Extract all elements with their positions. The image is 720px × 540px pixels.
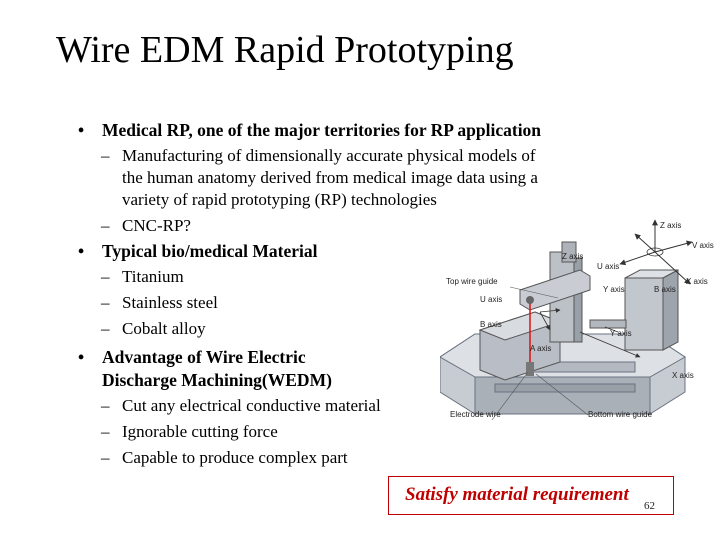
page-number: 62 <box>644 500 655 512</box>
callout-text: Satisfy material requirement <box>405 484 629 505</box>
sub-item-text: Cobalt alloy <box>122 319 206 338</box>
bullet-text: Medical RP, one of the major territories… <box>102 120 542 140</box>
dash-glyph: – <box>101 319 110 338</box>
bullet-text: Typical bio/medical Material <box>102 241 318 261</box>
label-b-axis-small: B axis <box>654 285 676 294</box>
dash-glyph: – <box>101 448 110 467</box>
right-column-side <box>662 269 679 351</box>
right-column <box>624 277 664 351</box>
slide-title: Wire EDM Rapid Prototyping <box>56 29 514 71</box>
label-u-axis-small: U axis <box>597 262 619 271</box>
sub-item-text: the human anatomy derived from medical i… <box>122 168 538 187</box>
label-x-axis-right: X axis <box>686 277 708 286</box>
label-z-axis: Z axis <box>562 252 583 261</box>
bullet-glyph: • <box>78 347 85 367</box>
bullet-glyph: • <box>78 120 85 140</box>
label-y-axis: Y axis <box>610 329 632 338</box>
sub-item-text: Titanium <box>122 267 184 286</box>
arm-head <box>561 241 577 263</box>
label-v-axis: V axis <box>692 241 714 250</box>
sub-item-text: Ignorable cutting force <box>122 422 278 441</box>
wire-edm-machine-diagram: Z axis V axis Z axis U axis X axis Top w… <box>439 212 720 440</box>
sub-item-text: Cut any electrical conductive material <box>122 396 381 415</box>
label-electrode-wire: Electrode wire <box>450 410 501 419</box>
slide-rail <box>494 383 636 393</box>
label-a-axis: A axis <box>530 344 551 353</box>
dash-glyph: – <box>101 396 110 415</box>
machine-column-side <box>573 257 583 343</box>
dash-glyph: – <box>101 422 110 441</box>
label-y-axis-small: Y axis <box>603 285 625 294</box>
dash-glyph: – <box>101 267 110 286</box>
label-x-axis: X axis <box>672 371 694 380</box>
label-top-wire-guide: Top wire guide <box>446 277 498 286</box>
sub-item-text: variety of rapid prototyping (RP) techno… <box>122 190 437 209</box>
label-u-axis: U axis <box>480 295 502 304</box>
label-b-axis: B axis <box>480 320 502 329</box>
bullet-text: Discharge Machining(WEDM) <box>102 370 332 390</box>
upper-arm <box>519 269 591 311</box>
machine-illustration: Z axis V axis Z axis U axis X axis Top w… <box>439 219 714 421</box>
sub-item-text: Capable to produce complex part <box>122 448 348 467</box>
machine-base-front <box>474 376 651 415</box>
label-z-axis-top: Z axis <box>660 221 681 230</box>
sub-item-text: CNC-RP? <box>122 216 191 235</box>
label-bottom-wire-guide: Bottom wire guide <box>588 410 653 419</box>
sub-item-text: Manufacturing of dimensionally accurate … <box>122 146 536 165</box>
lower-arm <box>589 319 627 329</box>
dash-glyph: – <box>101 293 110 312</box>
top-guide-node <box>526 296 534 304</box>
sub-item-text: Stainless steel <box>122 293 218 312</box>
bottom-guide-node <box>526 362 534 376</box>
callout-box: Satisfy material requirement <box>388 476 674 515</box>
bullet-glyph: • <box>78 241 85 261</box>
dash-glyph: – <box>101 146 110 165</box>
bullet-text: Advantage of Wire Electric <box>102 347 306 367</box>
dash-glyph: – <box>101 216 110 235</box>
